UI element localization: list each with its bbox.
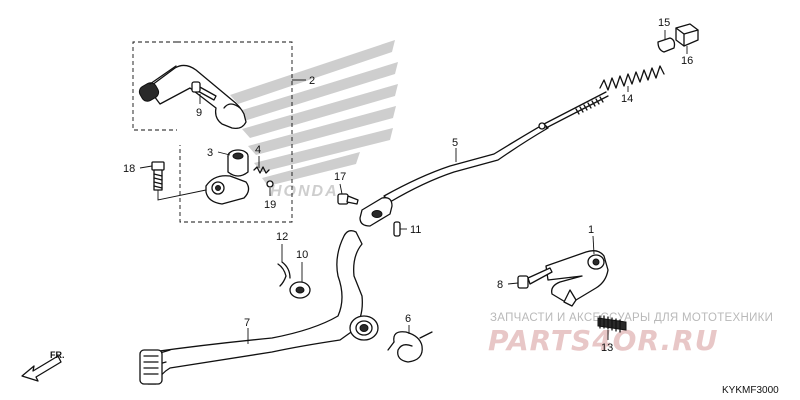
callout-3: 3 [207,147,213,159]
return-spring-6 [387,331,433,363]
callout-1: 1 [588,224,594,236]
kick-starter-arm [138,64,247,130]
bolt-8 [517,267,553,289]
brake-rod [383,91,609,203]
front-direction-arrow: FR. [21,350,65,382]
callout-18: 18 [123,163,135,175]
cotter-pin-12 [277,261,291,287]
callout-4: 4 [255,144,261,156]
brake-pedal [139,230,363,385]
callout-2: 2 [309,75,315,87]
kick-pawl [205,175,250,205]
callout-9: 9 [196,107,202,119]
callout-14: 14 [621,93,633,105]
spring-13 [597,315,627,333]
callout-6: 6 [405,313,411,325]
washer-10 [289,281,311,299]
site-tagline-watermark: ЗАПЧАСТИ И АКСЕССУАРЫ ДЛЯ МОТОТЕХНИКИ [490,312,773,324]
pin-11 [393,221,401,237]
bolt-18 [151,161,165,191]
callout-5: 5 [452,137,458,149]
rod-joint [359,197,393,227]
diagram-code: KYKMF3000 [722,385,779,396]
callout-13: 13 [601,342,613,354]
callout-19: 19 [264,199,276,211]
pivot-shaft-1 [545,250,609,307]
kick-shaft-collar [227,149,249,177]
callout-11: 11 [410,224,421,236]
bolt-17 [337,193,359,205]
logo-text-watermark: HONDA [270,183,339,200]
callout-12: 12 [276,231,288,243]
joint-15 [657,37,676,53]
front-direction-label: FR. [50,350,65,360]
ring-19 [266,180,274,188]
spring-4 [253,166,270,174]
bolt-9 [191,81,217,101]
spring-14 [599,65,665,91]
callouts: 1 2 3 4 5 6 7 8 9 10 11 12 13 [123,17,693,354]
callout-8: 8 [497,279,503,291]
nut-16 [675,23,699,47]
site-name-watermark: PARTS4OR.RU [488,324,719,357]
callout-17: 17 [334,171,346,183]
pedal-pivot-boss [349,315,379,341]
callout-15: 15 [658,17,670,29]
callout-10: 10 [296,249,308,261]
kick-starter-group-box [132,41,293,223]
callout-16: 16 [681,55,693,67]
wing-logo-watermark: HONDA [230,40,398,200]
callout-7: 7 [244,317,250,329]
